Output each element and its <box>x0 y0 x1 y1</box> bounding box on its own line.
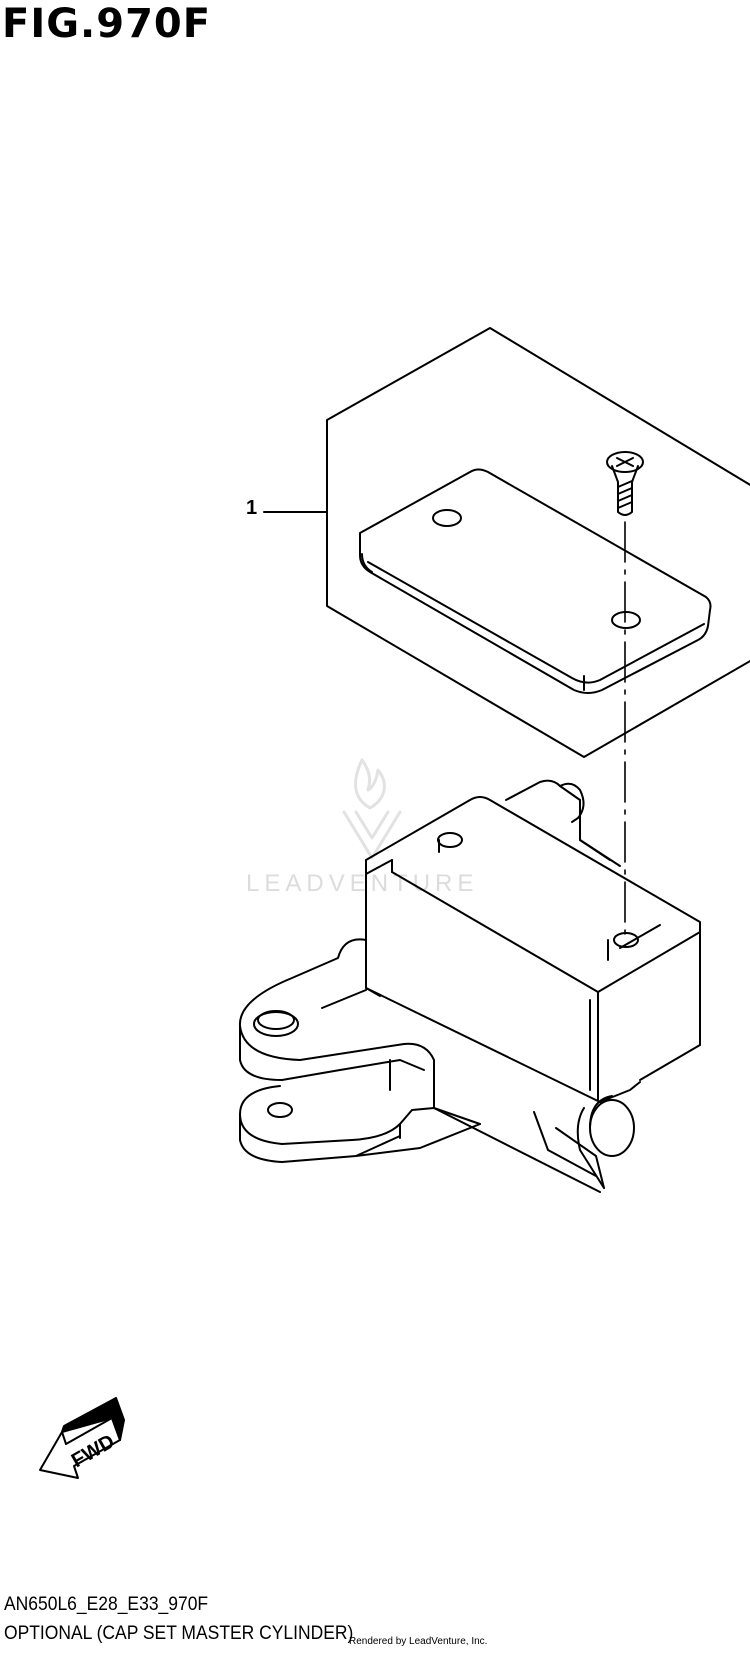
figure-title: FIG.970F <box>2 1 212 47</box>
kit-outline <box>326 327 750 758</box>
mounting-bracket <box>238 938 601 1193</box>
screw-icon <box>606 451 644 516</box>
fwd-arrow-icon <box>39 1397 125 1479</box>
diagram-code: AN650L6_E28_E33_970F <box>4 1594 209 1615</box>
callout-1: 1 <box>246 497 258 519</box>
fwd-label: FWD <box>68 1430 118 1472</box>
render-credit: Rendered by LeadVenture, Inc. <box>349 1636 488 1647</box>
reservoir-cap <box>359 468 712 694</box>
watermark-logo-icon <box>342 758 402 860</box>
diagram-name: OPTIONAL (CAP SET MASTER CYLINDER) <box>4 1623 354 1644</box>
master-cylinder-body <box>365 779 701 1189</box>
watermark-text: LEADVENTURE <box>246 870 479 897</box>
